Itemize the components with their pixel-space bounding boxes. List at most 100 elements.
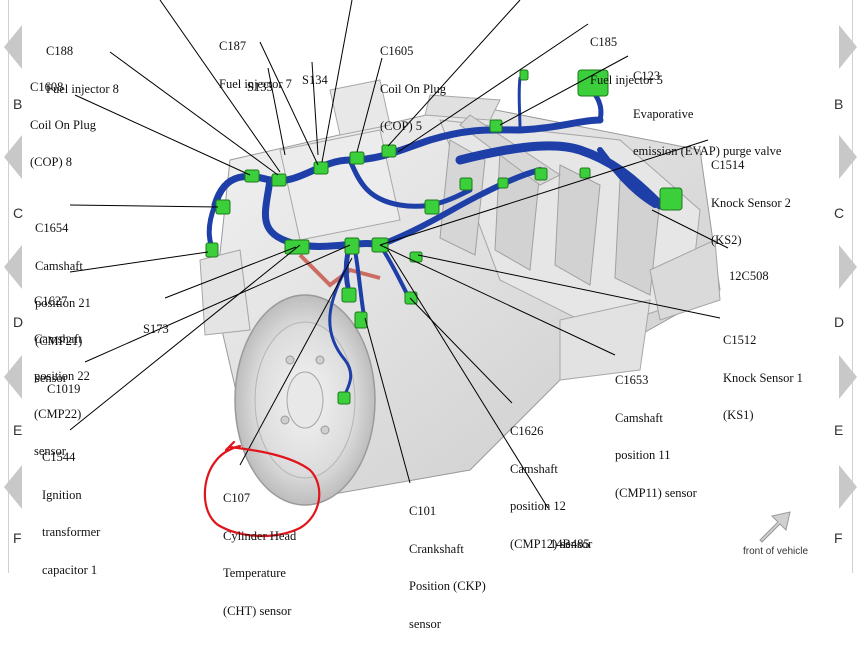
- callout-c1512-line-2: Knock Sensor 1: [723, 370, 803, 385]
- connector-c1653: [404, 291, 418, 305]
- grid-letter-left-f: F: [13, 530, 22, 546]
- leader-c1654: [69, 204, 219, 208]
- next-page-arrow-1[interactable]: [839, 25, 857, 69]
- callout-c188: C188 Fuel injector 8: [46, 20, 119, 120]
- callout-c1654: C1654 Camshaft position 21 (CMP21) senso…: [35, 197, 91, 410]
- callout-c1514-line-1: C1514: [711, 158, 745, 172]
- grid-letter-left-b: B: [13, 96, 23, 112]
- leader-top-1: [159, 0, 281, 173]
- leader-top-2: [321, 0, 353, 163]
- connector-c187: [313, 161, 329, 175]
- prev-page-arrow-2[interactable]: [4, 135, 22, 179]
- callout-c123: C123 Evaporative emission (EVAP) purge v…: [633, 45, 781, 183]
- prev-page-arrow-3[interactable]: [4, 245, 22, 289]
- callout-c1654-line-5: sensor: [35, 371, 67, 385]
- callout-s134: S134: [302, 49, 328, 112]
- next-page-arrow-3[interactable]: [839, 245, 857, 289]
- callout-c107-line-4: (CHT) sensor: [223, 603, 292, 618]
- callout-c1653-line-4: (CMP11) sensor: [615, 485, 697, 500]
- leader-c1514: [379, 139, 709, 246]
- leader-c1608: [74, 94, 251, 176]
- callout-s134-line-1: S134: [302, 73, 328, 87]
- callout-c1626-line-3: position 12: [510, 499, 566, 513]
- leader-c188: [109, 51, 279, 176]
- callout-c1653-line-1: C1653: [615, 373, 649, 387]
- grid-letter-right-e: E: [834, 422, 844, 438]
- callout-c1653: C1653 Camshaft position 11 (CMP11) senso…: [615, 349, 697, 524]
- callout-c1627-line-4: (CMP22): [34, 406, 82, 421]
- callout-c1544-line-1: C1544: [42, 450, 76, 464]
- connector-c107: [337, 391, 351, 405]
- leader-s173: [164, 246, 297, 299]
- callout-c1605: C1605 Coil On Plug (COP) 5: [380, 20, 446, 158]
- callout-c1626-line-2: Camshaft: [510, 461, 558, 476]
- callout-c1514-line-3: (KS2): [711, 233, 742, 247]
- callout-c101-line-2: Crankshaft: [409, 541, 464, 556]
- callout-c185: C185 Fuel injector 5: [590, 11, 663, 111]
- callout-s135-line-1: S135: [247, 80, 273, 94]
- connector-c1627: [205, 242, 219, 258]
- leader-c1512: [417, 254, 721, 319]
- callout-c1019-line-1: C1019: [47, 382, 81, 396]
- callout-s173: S173: [143, 298, 169, 361]
- prev-page-arrow-5[interactable]: [4, 465, 22, 509]
- callout-c1653-line-2: Camshaft: [615, 410, 663, 425]
- leader-c1627: [69, 251, 209, 273]
- callout-c187: C187 Fuel injector 7: [219, 15, 292, 115]
- callout-c1608: C1608 Coil On Plug (COP) 8: [30, 56, 96, 194]
- connector-center: [344, 237, 360, 255]
- leader-c1019: [84, 244, 351, 363]
- grid-letter-right-c: C: [834, 205, 845, 221]
- grid-letter-right-b: B: [834, 96, 844, 112]
- callout-c1626-line-4: (CMP12) sensor: [510, 536, 593, 551]
- callout-14b485: 14B485: [550, 513, 590, 576]
- leader-c107: [239, 257, 353, 466]
- callout-c1605-line-3: (COP) 5: [380, 119, 423, 133]
- callout-c1544: C1544 Ignition transformer capacitor 1: [42, 426, 100, 601]
- callout-c107-line-2: Cylinder Head: [223, 528, 297, 543]
- callout-c1654-line-2: Camshaft: [35, 258, 83, 273]
- callout-c101-line-4: sensor: [409, 616, 441, 631]
- callout-12c508-line-1: 12C508: [729, 269, 769, 283]
- connector-c1605: [349, 151, 365, 165]
- next-page-arrow-5[interactable]: [839, 465, 857, 509]
- callout-c1608-line-2: Coil On Plug: [30, 117, 96, 132]
- next-page-arrow-2[interactable]: [839, 135, 857, 179]
- prev-page-arrow-4[interactable]: [4, 355, 22, 399]
- callout-s173-line-1: S173: [143, 322, 169, 336]
- leader-c123: [499, 55, 629, 126]
- leader-c14b485: [387, 249, 549, 509]
- connector-c188: [271, 173, 287, 187]
- next-page-arrow-4[interactable]: [839, 355, 857, 399]
- c107-highlight-circle: [203, 440, 321, 537]
- grid-letter-right-f: F: [834, 530, 843, 546]
- callout-s135: S135: [247, 56, 273, 119]
- callout-c185-line-2: Fuel injector 5: [590, 72, 663, 87]
- callout-c188-line-1: C188: [46, 44, 74, 58]
- callout-c101-line-3: Position (CKP): [409, 579, 486, 593]
- callout-c123-line-3: emission (EVAP) purge valve: [633, 144, 782, 158]
- callout-c107: C107 Cylinder Head Temperature (CHT) sen…: [223, 467, 296, 642]
- callout-c1627-line-1: C1627: [34, 294, 68, 308]
- leader-c101: [364, 317, 411, 484]
- leader-c1544: [69, 244, 301, 431]
- callout-c1626: C1626 Camshaft position 12 (CMP12) senso…: [510, 400, 592, 575]
- callout-c1544-line-3: transformer: [42, 525, 101, 539]
- connector-c1608: [244, 169, 260, 183]
- callout-c1653-line-3: position 11: [615, 448, 671, 462]
- callout-c1605-line-2: Coil On Plug: [380, 81, 446, 96]
- front-of-vehicle-arrow-icon: [759, 511, 791, 543]
- callout-c107-line-3: Temperature: [223, 566, 286, 580]
- callout-c107-line-1: C107: [223, 491, 251, 505]
- grid-letter-left-e: E: [13, 422, 23, 438]
- leader-s135: [267, 67, 286, 156]
- prev-page-arrow-1[interactable]: [4, 25, 22, 69]
- callout-c1627-line-2: Camshaft: [34, 331, 82, 346]
- leader-lines: [69, 0, 729, 509]
- engine-harness-illustration: [69, 0, 791, 543]
- leader-top-3: [387, 0, 521, 147]
- callout-12c508: 12C508: [729, 245, 769, 308]
- callout-c101-line-1: C101: [409, 504, 437, 518]
- callout-c123-line-2: Evaporative: [633, 106, 694, 121]
- callout-c187-line-1: C187: [219, 39, 247, 53]
